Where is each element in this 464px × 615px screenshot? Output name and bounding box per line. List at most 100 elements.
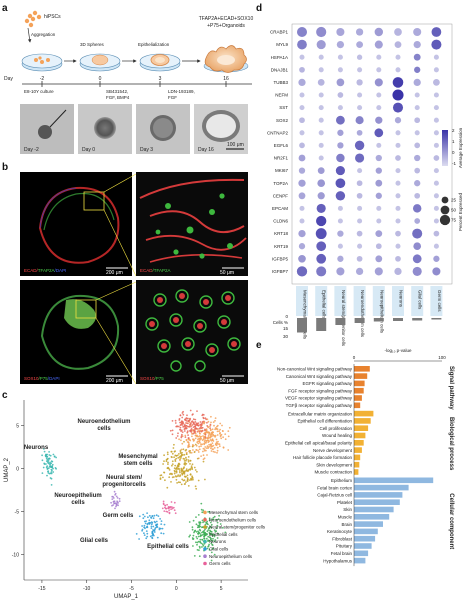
dotplot-dot	[337, 218, 343, 224]
dotplot-dot	[356, 54, 363, 60]
dotplot-dot	[296, 266, 308, 277]
dotplot-dot	[356, 230, 363, 237]
dotplot-dot	[316, 266, 327, 277]
enrich-section-label: Cellular component	[448, 493, 454, 549]
dotplot-dot	[299, 218, 305, 224]
svg-text:SOX10/P75: SOX10/P75	[140, 376, 164, 381]
umap-xtick: -5	[129, 586, 134, 592]
if-label-p75: P75	[40, 376, 49, 381]
enrich-bar	[354, 432, 366, 439]
umap-legend-swatch	[203, 561, 207, 566]
if-scale-1: 200 μm	[106, 270, 123, 276]
dotplot-dot	[336, 267, 345, 276]
enrich-bar	[354, 461, 360, 468]
enrich-axis-tick: 0	[353, 355, 356, 360]
dotplot-dot	[414, 130, 420, 136]
dotplot-dot	[392, 77, 404, 88]
enrich-bar	[354, 499, 400, 505]
dotplot-dot	[395, 168, 401, 174]
dotplot-dot	[335, 191, 346, 201]
umap-xlabel: UMAP_1	[114, 594, 139, 600]
dotplot-gene-label: CENPF	[273, 193, 289, 198]
dish-day-3	[139, 53, 181, 72]
dotplot-dot	[317, 167, 325, 175]
dotplot-dot	[316, 26, 327, 38]
dotplot-group-label: Epithelial cells	[322, 290, 327, 319]
enrich-term-label: Muscle contraction	[314, 470, 352, 475]
dotplot-dot	[354, 140, 365, 151]
svg-text:SOX10/P75/DAPI: SOX10/P75/DAPI	[24, 376, 60, 381]
dotplot-dot	[432, 267, 441, 276]
dotplot-dot	[318, 105, 324, 111]
dotplot-dot	[392, 102, 404, 113]
if-zoom-label-p75: P75	[156, 376, 165, 381]
enrich-bar	[354, 528, 378, 535]
dotplot-dot	[337, 205, 343, 211]
step-epithelialization: Epithelialization	[138, 42, 170, 47]
umap-legend-entry: Neurons	[209, 539, 227, 544]
culture-label: E8-10Y culture	[24, 89, 54, 94]
dotplot-dot	[337, 243, 343, 249]
enrich-section-label: Signal pathway	[448, 366, 454, 410]
enrich-term-label: Fibroblast	[332, 536, 353, 541]
dotplot-dot	[298, 243, 306, 250]
enrich-bar	[354, 484, 409, 491]
expr-legend-tick: 2	[452, 128, 455, 133]
expr-legend-tick: 1	[452, 139, 455, 144]
dotplot-dot	[412, 266, 422, 276]
enrich-bar	[354, 469, 359, 475]
enrich-axis-label: -log₁₀ p-value	[385, 348, 412, 353]
factor-2-line-1: LDN-193189,	[168, 89, 195, 94]
dotplot-dot	[318, 130, 324, 136]
dotplot-dot	[413, 53, 421, 61]
dotplot-dot	[337, 255, 344, 262]
dotplot-dot	[316, 215, 327, 227]
dotplot-gene-label: IGFBP7	[272, 269, 289, 274]
enrich-term-label: VEGF receptor signaling pathway	[285, 396, 353, 401]
if-label-sox10: SOX10	[24, 376, 39, 381]
if-label-dapi: DAPI	[56, 268, 67, 273]
dotplot-gene-labels: CRABP1MYL9HSPA1ADNAJB1TUBB3NEFMSSTSOX2CN…	[267, 30, 289, 274]
dotplot-dot	[318, 54, 324, 60]
enrich-term-label: Keratinocyte	[327, 529, 353, 534]
dotplot-dot	[433, 117, 439, 123]
umap-legend-swatch	[203, 539, 207, 544]
if-image-sox10-p75-zoom: SOX10/P75 50 μm	[136, 280, 248, 384]
dotplot-dot	[299, 66, 305, 73]
dotplot-dot	[395, 218, 401, 224]
dotplot-dot	[318, 117, 324, 123]
organoid-title-1: TFAP2A+ECAD+SOX10	[199, 16, 254, 22]
cells-pct-bar	[373, 318, 384, 322]
dotplot-dot	[336, 78, 345, 87]
panel-d: d CRABP1MYL9HSPA1ADNAJB1TUBB3NEFMSSTSOX2…	[256, 3, 463, 347]
enrich-bar	[354, 543, 372, 549]
enrich-section-label: Biological process	[448, 417, 454, 471]
enrich-term-label: Nerve development	[313, 448, 353, 453]
dotplot-dot	[413, 40, 421, 49]
enrich-bar	[354, 395, 362, 401]
bf-scale-bar: 100 μm	[227, 142, 244, 148]
enrich-term-label: Skin	[343, 507, 352, 512]
brightfield-day-0: Day 0	[78, 104, 132, 154]
dotplot-dot	[298, 254, 306, 263]
factor-2-line-2: FGF	[168, 95, 177, 100]
enrich-term-label: Extracellular matrix organization	[288, 411, 353, 416]
enrich-term-label: Epithelial cell differentiation	[298, 419, 353, 424]
dotplot-dot	[395, 130, 401, 136]
dotplot-dot	[357, 243, 363, 249]
cells-pct-bar	[393, 318, 403, 321]
umap-legend-entry: Epithelial cells	[209, 532, 238, 537]
cells-pct-bar	[412, 318, 423, 321]
dotplot-dot	[336, 40, 345, 49]
umap-legend-swatch	[203, 525, 207, 529]
umap-cluster-label: Germ cells	[103, 513, 134, 519]
if-image-sox10-p75-overview: SOX10/P75/DAPI 200 μm	[20, 280, 137, 385]
dotplot-dot	[374, 78, 383, 87]
dotplot-dot	[395, 230, 401, 237]
dotplot-gene-label: HSPA1A	[271, 55, 288, 60]
dotplot-dot	[413, 242, 422, 251]
